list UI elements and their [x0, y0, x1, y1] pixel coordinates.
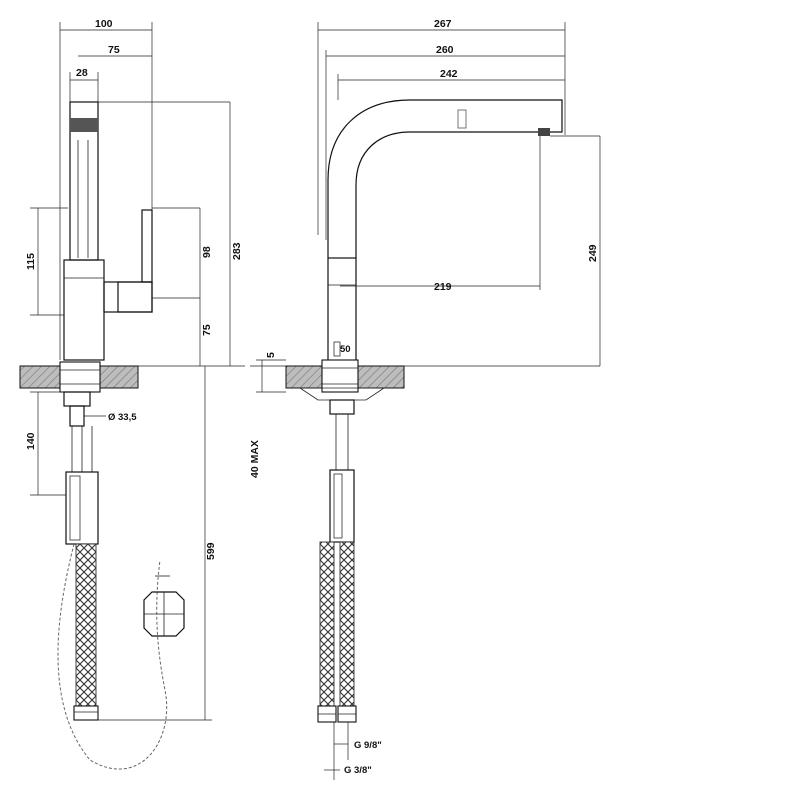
dim-side-offset-5: 5 — [265, 352, 277, 358]
dim-front-body-height: 75 — [201, 324, 213, 336]
side-countertop: 5 40 MAX — [249, 352, 600, 478]
side-hoses: G 9/8" G 3/8" — [317, 541, 382, 780]
side-top-dimensions: 267 260 242 — [317, 18, 566, 240]
dim-side-thread-1: G 9/8" — [354, 740, 382, 751]
dim-front-total-height: 283 — [231, 242, 243, 260]
dim-side-reach-219: 219 — [434, 281, 452, 293]
side-shank — [329, 399, 355, 543]
dim-front-width-lever: 75 — [108, 44, 120, 56]
front-countertop — [19, 361, 245, 393]
dim-front-cartridge-height: 98 — [201, 246, 213, 258]
side-reach-dimensions: 219 249 — [340, 136, 601, 366]
dim-side-reach-total: 267 — [434, 18, 452, 30]
dim-front-hose-length: 599 — [205, 542, 217, 560]
dim-side-reach-260: 260 — [436, 44, 454, 56]
dim-front-hole-diameter: Ø 33,5 — [108, 412, 137, 423]
side-spout: 50 — [327, 99, 600, 363]
front-vertical-dimensions: 115 98 283 75 — [25, 102, 243, 366]
dim-front-width-total: 100 — [95, 18, 113, 30]
dim-side-reach-242: 242 — [440, 68, 458, 80]
hose-loop-dashed — [57, 543, 168, 770]
dim-front-spout-width: 28 — [76, 67, 88, 79]
front-hose: 599 — [73, 366, 217, 721]
dim-side-spout-height: 249 — [587, 244, 599, 262]
side-view: 267 260 242 50 219 249 — [249, 18, 601, 780]
front-view: 100 75 28 115 — [19, 18, 245, 770]
dim-side-thread-2: G 3/8" — [344, 765, 372, 776]
front-faucet-body — [63, 101, 230, 361]
dim-front-shank-length: 140 — [25, 432, 37, 450]
hose-counterweight — [143, 575, 185, 637]
front-shank: Ø 33,5 140 — [25, 391, 137, 545]
dim-side-deck-max: 40 MAX — [249, 440, 261, 478]
dim-side-base-50: 50 — [340, 344, 351, 355]
dim-front-lever-height: 115 — [25, 253, 37, 270]
front-top-dimensions: 100 75 28 — [59, 18, 153, 360]
